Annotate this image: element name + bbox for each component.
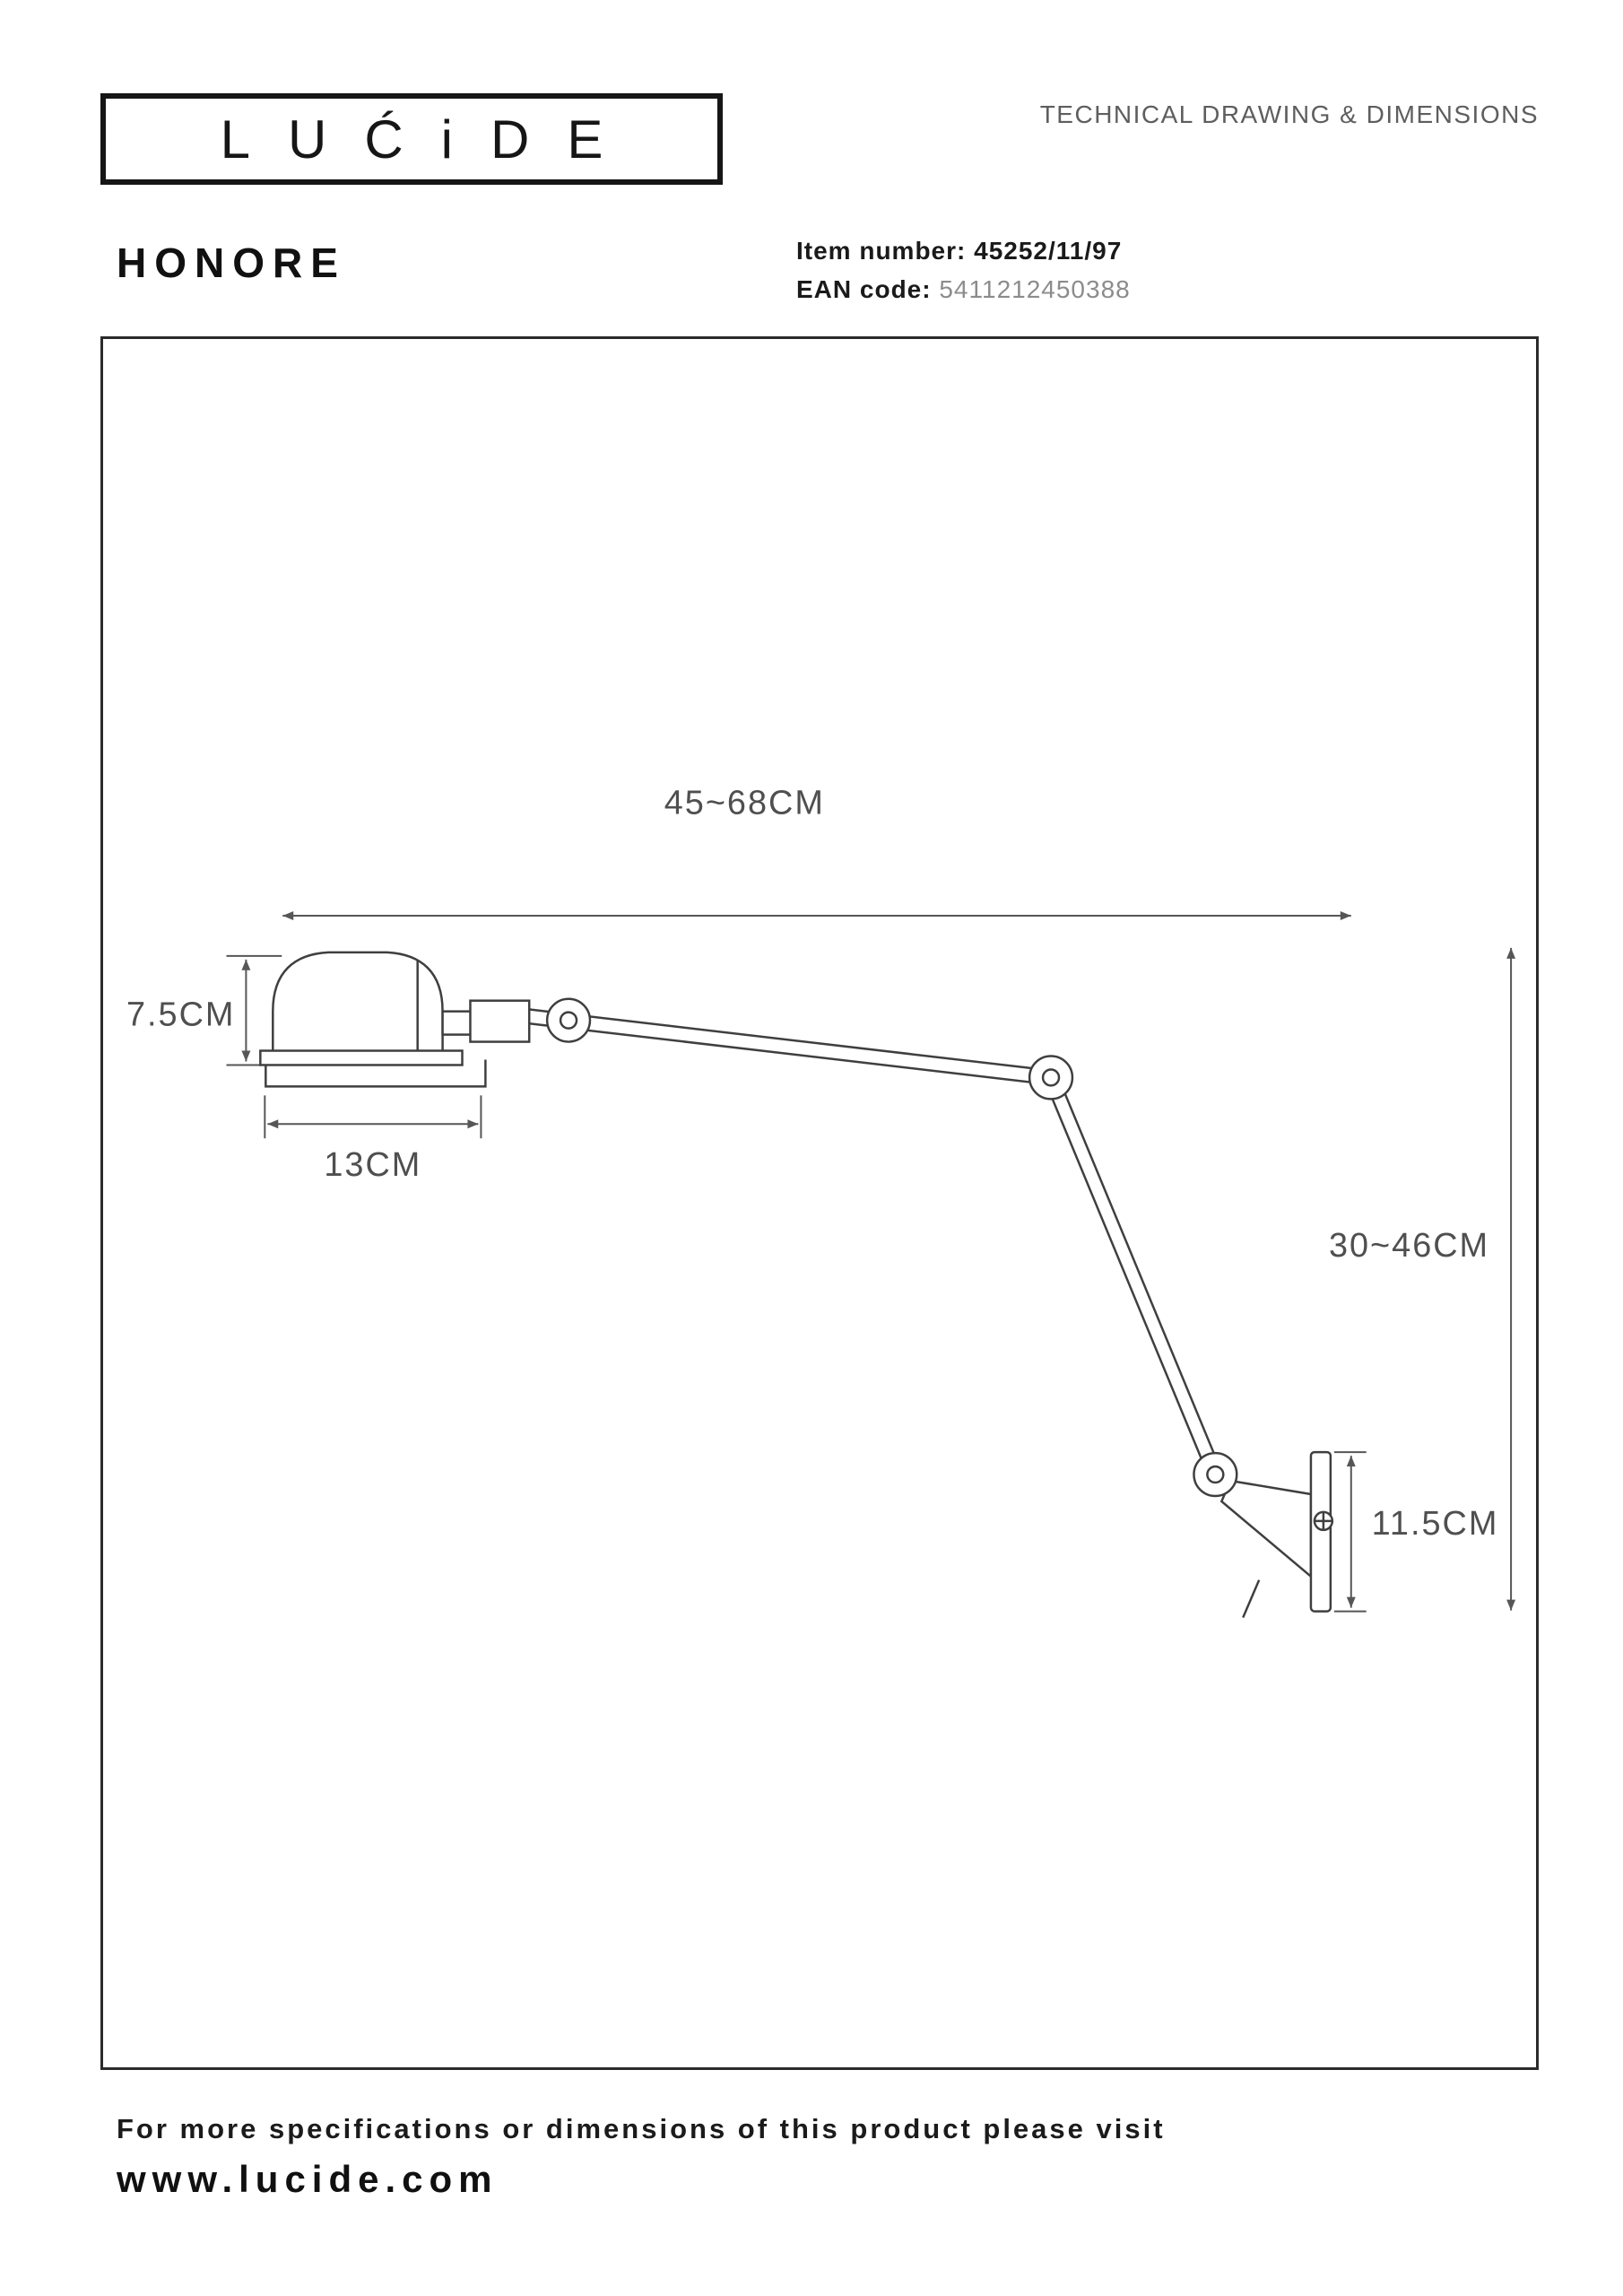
lamp-hinge-bracket bbox=[469, 999, 531, 1043]
dim-shade-width-label: 13CM bbox=[324, 1146, 421, 1184]
product-codes: Item number: 45252/11/97 EAN code: 54112… bbox=[796, 231, 1131, 309]
lamp-shade-rim bbox=[259, 1049, 464, 1066]
product-name: HONORE bbox=[117, 239, 346, 286]
lucide-logo-text: LUĆiDE bbox=[220, 109, 641, 170]
technical-drawing-svg: 45~68CM 7.5CM 13CM 30~46CM 11.5CM bbox=[126, 784, 1516, 1619]
lamp-shade-socket bbox=[441, 1010, 473, 1036]
website-url: www.lucide.com bbox=[117, 2158, 499, 2200]
ean-line: EAN code: 5411212450388 bbox=[796, 270, 1131, 309]
dim-wallplate-height-label: 11.5CM bbox=[1372, 1505, 1499, 1543]
ean-label: EAN code: bbox=[796, 275, 932, 303]
lamp-arm-lower bbox=[1043, 1073, 1223, 1479]
ean-value: 5411212450388 bbox=[939, 275, 1131, 303]
dimension-annotations: 45~68CM 7.5CM 13CM 30~46CM 11.5CM bbox=[126, 784, 1516, 1613]
wall-plate bbox=[1309, 1450, 1332, 1613]
lamp-shade-handle bbox=[265, 1059, 487, 1088]
footer-note: For more specifications or dimensions of… bbox=[117, 2113, 1166, 2144]
elbow-joint bbox=[1028, 1055, 1074, 1100]
item-number-value: 45252/11/97 bbox=[974, 237, 1123, 265]
lamp-arm-upper bbox=[521, 1007, 1054, 1086]
item-number-label: Item number: bbox=[796, 237, 967, 265]
shade-joint bbox=[545, 997, 592, 1043]
dim-total-width-label: 45~68CM bbox=[664, 784, 825, 822]
doc-type-label: TECHNICAL DRAWING & DIMENSIONS bbox=[1039, 100, 1539, 128]
wall-mount-cone bbox=[1219, 1479, 1313, 1579]
item-number-line: Item number: 45252/11/97 bbox=[796, 231, 1131, 270]
dim-total-height-label: 30~46CM bbox=[1329, 1227, 1489, 1265]
lamp-shade bbox=[272, 951, 444, 1054]
wall-joint bbox=[1193, 1451, 1238, 1498]
lamp-drawing bbox=[259, 951, 1334, 1619]
lucide-logo: LUĆiDE bbox=[100, 93, 723, 185]
dim-shade-height-label: 7.5CM bbox=[126, 996, 235, 1034]
switch-lever bbox=[1242, 1579, 1261, 1619]
drawing-area: 45~68CM 7.5CM 13CM 30~46CM 11.5CM bbox=[100, 336, 1539, 2070]
screw-icon bbox=[1313, 1510, 1334, 1532]
